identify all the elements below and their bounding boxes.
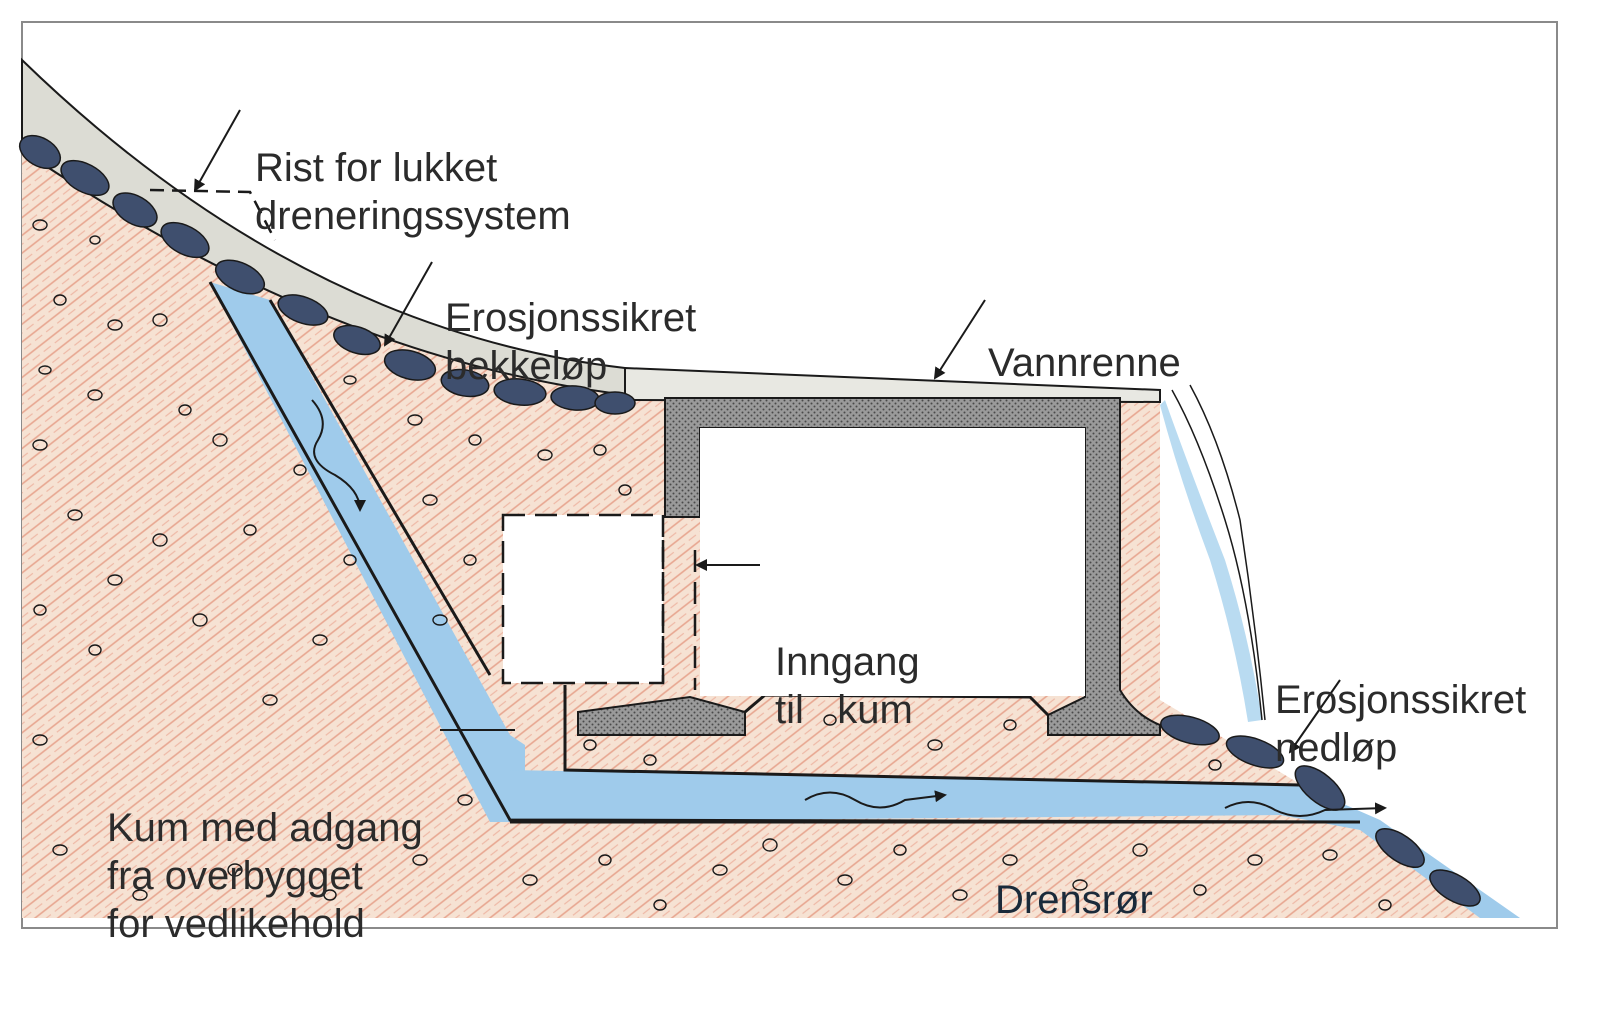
streambed-stones: [18, 134, 636, 415]
waterfall-line-2: [1189, 384, 1266, 721]
waterfall: [1160, 400, 1262, 722]
grate-outline: [149, 188, 277, 241]
drain-pipe-slope: [210, 282, 525, 822]
leader-vannrenne: [933, 299, 986, 380]
leader-nedlop: [1288, 679, 1341, 754]
outlet-stones: [1160, 714, 1481, 907]
culvert-base-left: [577, 695, 746, 736]
flow-arrow-slope: [311, 399, 366, 512]
leader-bekkelop: [384, 261, 433, 347]
flow-arrow-pipe-1: [804, 790, 947, 809]
label-drensror: Drensrør: [995, 878, 1153, 922]
gutter-channel: [624, 366, 1161, 404]
pipe-wall-top: [563, 685, 1301, 787]
label-vannrenne: Vannrenne: [988, 341, 1181, 385]
culvert-opening: [700, 428, 1085, 696]
waterfall-line-1: [1171, 389, 1263, 721]
leader-rist: [194, 109, 241, 192]
access-chamber-outline: [501, 513, 665, 685]
pipe-wall-inner: [268, 299, 492, 676]
gravel-pebbles: [32, 219, 1392, 911]
flow-arrow-pipe-2: [1224, 801, 1387, 817]
